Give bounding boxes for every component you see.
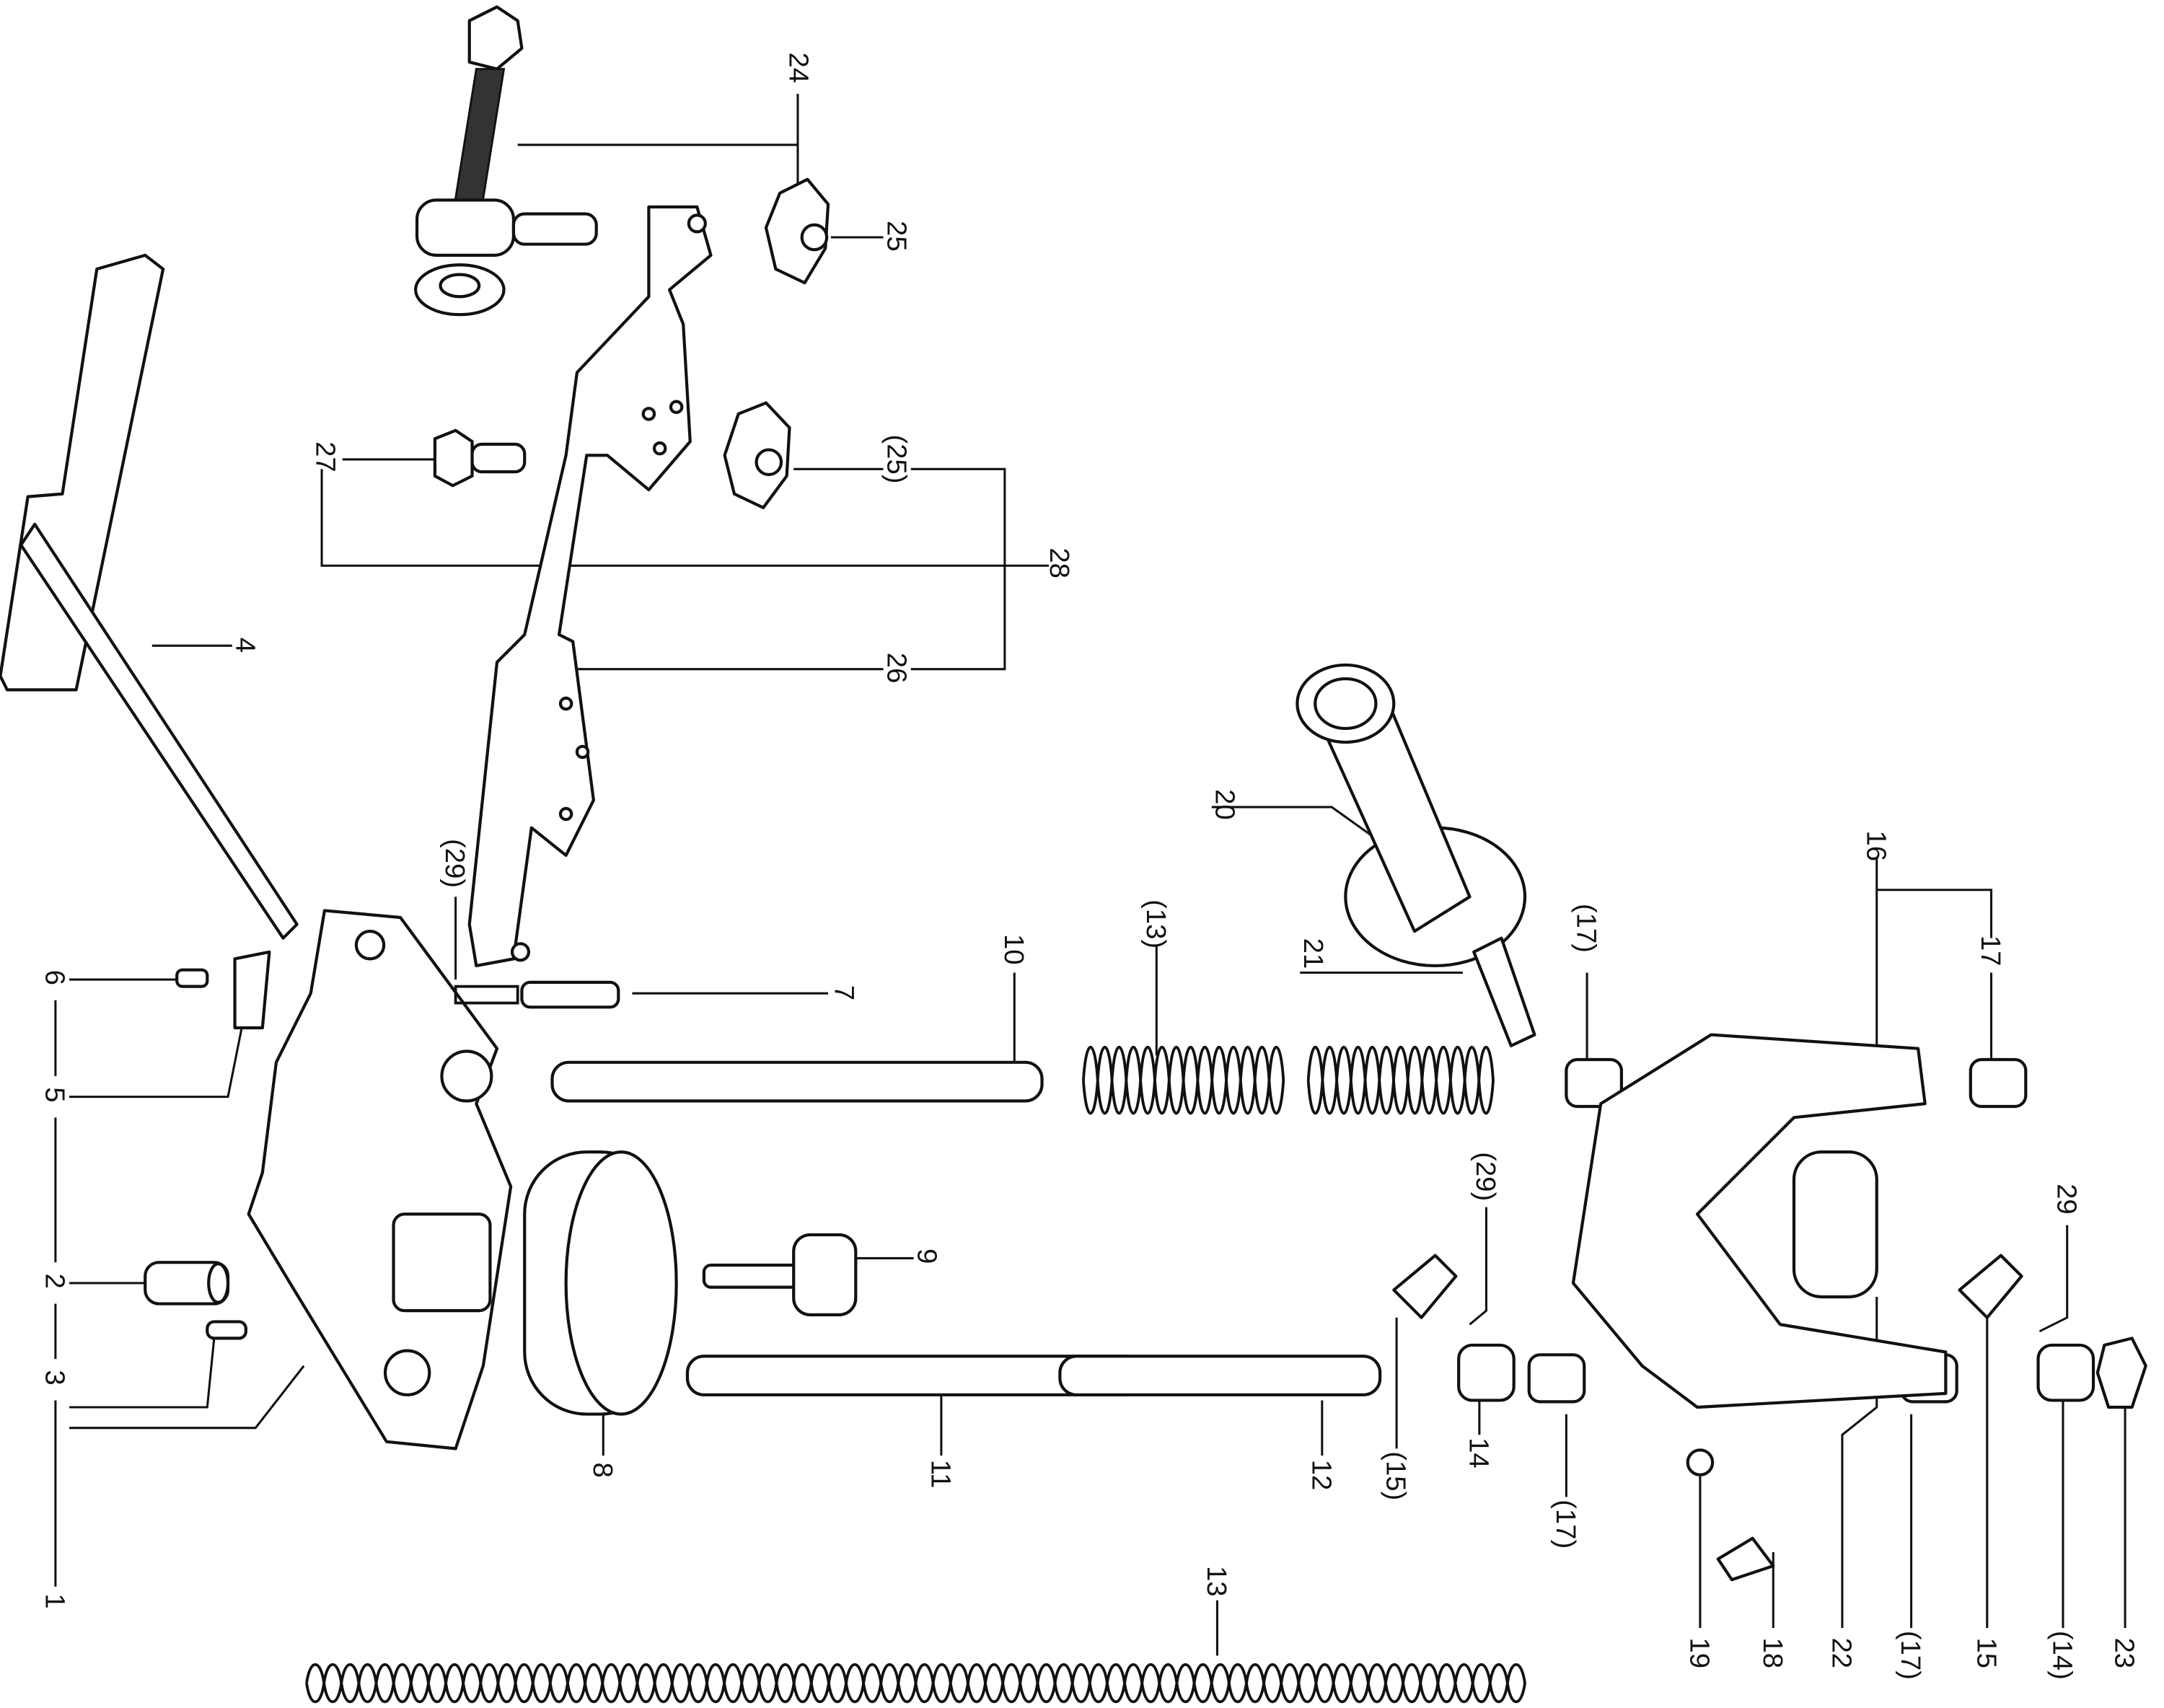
callout-12: 12: [1306, 1460, 1337, 1491]
callout-8: 8: [587, 1463, 618, 1478]
callout-25: 25: [881, 221, 912, 252]
callout-14b: (14): [2047, 1631, 2078, 1680]
part-8-turret-disc: [523, 1150, 678, 1416]
callout-19: 19: [1684, 1637, 1715, 1668]
callout-28: 28: [1044, 547, 1075, 578]
callout-24: 24: [783, 53, 814, 84]
part-13-long-spring: [305, 1663, 1526, 1704]
part-6-screw: [175, 968, 209, 988]
part-3-pin: [206, 1320, 247, 1340]
part-9-gear-pin: [702, 1233, 858, 1316]
callout-6: 6: [40, 970, 71, 985]
part-13b-springs: [1082, 1045, 1495, 1115]
callout-25b: (25): [881, 435, 912, 484]
part-1-base: [247, 909, 513, 1451]
callout-29b: (29): [1470, 1152, 1501, 1201]
callout-11: 11: [925, 1460, 956, 1489]
callout-1: 1: [40, 1593, 71, 1608]
callout-10: 10: [998, 934, 1029, 965]
callout-26: 26: [881, 653, 912, 684]
callout-18: 18: [1757, 1637, 1788, 1668]
part-26-arm: [467, 205, 713, 968]
callout-17c: (17): [1895, 1631, 1926, 1680]
part-23-nut: [2095, 1337, 2147, 1409]
part-24-clamp-screw: [414, 5, 598, 317]
part-19-washer: [1686, 1448, 1715, 1476]
callout-3: 3: [40, 1370, 71, 1385]
part-29-small-spring: [454, 985, 519, 1005]
callout-14: 14: [1463, 1438, 1494, 1469]
part-7-pin: [520, 980, 620, 1009]
callout-4: 4: [229, 638, 260, 653]
part-14-collars: [1457, 1343, 2095, 1402]
callout-labels: 24 25 27 (25) 28 26 4 20 16 17 (29) 6 7 …: [40, 53, 2140, 1680]
callout-13b: (13): [1140, 899, 1171, 948]
callout-5: 5: [40, 1087, 71, 1102]
callout-15: 15: [1971, 1637, 2002, 1668]
callout-29: 29: [2051, 1184, 2082, 1215]
part-25-star-knob: [764, 177, 830, 285]
leader-lines: [54, 94, 2126, 1656]
callout-9: 9: [911, 1249, 942, 1264]
callout-17b: (17): [1550, 1500, 1581, 1549]
part-27-hex-bolt: [433, 428, 527, 488]
callout-2: 2: [40, 1273, 71, 1288]
part-5-plate: [233, 950, 271, 1030]
part-20-handle: [1296, 663, 1527, 968]
callout-13: 13: [1201, 1566, 1232, 1597]
callout-7: 7: [829, 985, 860, 1000]
callout-17a: (17): [1571, 904, 1602, 953]
part-21-stud: [1472, 936, 1536, 1047]
callout-27: 27: [309, 441, 340, 472]
part-16-bracket: [1571, 1033, 1948, 1409]
callout-29a: (29): [439, 839, 470, 888]
callout-16: 16: [1860, 830, 1891, 861]
part-2-bushing: [144, 1261, 230, 1306]
callout-15b: (15): [1381, 1451, 1412, 1500]
callout-17: 17: [1975, 936, 2006, 967]
callout-21: 21: [1298, 938, 1329, 969]
part-25b-star-knob: [723, 401, 791, 510]
part-15-thumb-screws: [1392, 1254, 2023, 1582]
part-4-guide-rail: [0, 253, 299, 940]
callout-23: 23: [2109, 1637, 2140, 1668]
callout-20: 20: [1210, 789, 1241, 820]
part-12-rod: [1058, 1355, 1382, 1396]
callout-22: 22: [1826, 1637, 1857, 1668]
part-10-rod: [550, 1060, 1044, 1103]
